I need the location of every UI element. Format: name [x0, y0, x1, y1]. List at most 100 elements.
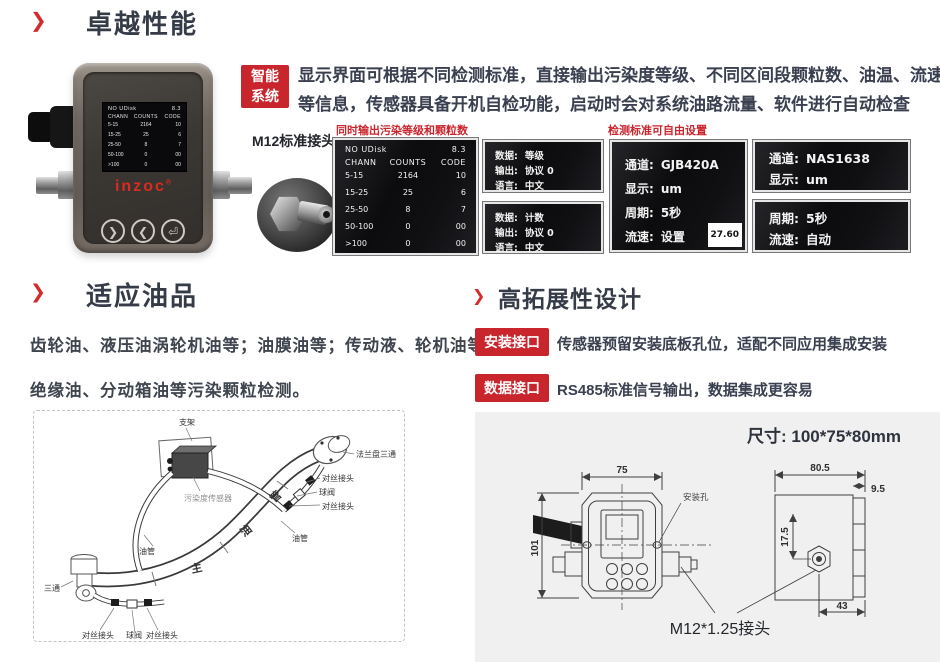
smart-badge-line2: 系统: [251, 88, 279, 104]
setting-label: 语言:: [495, 181, 518, 192]
sensor-device-photo: NO UDisk 8.3 CHANN COUNTS CODE 5-15 2164 1…: [73, 63, 213, 253]
label-joint-r1: 对丝接头: [322, 473, 354, 483]
oils-text-line2: 绝缘油、分动箱油等污染颗粒检测。: [30, 382, 310, 400]
device-button-back[interactable]: ❮: [131, 219, 155, 243]
cell: 8: [144, 142, 148, 148]
cell: 5-15: [345, 171, 364, 180]
device-col-counts: COUNTS: [133, 114, 158, 120]
setting-row: 通道: NAS1638: [769, 148, 894, 169]
cell: 2164: [397, 171, 419, 180]
label-main1: 主: [190, 560, 204, 576]
lcd-version: 8.3: [451, 145, 466, 154]
label-valve-b: 球阀: [126, 630, 142, 640]
lcd-mockup-cycle-flow: 周期: 5秒 流速: 自动: [753, 200, 910, 252]
device-lcd-version: 8.3: [171, 106, 181, 112]
device-button-next[interactable]: ❯: [101, 219, 125, 243]
dimension-texts: 75 101 80.5 9.5 17.5 43 安装孔: [530, 463, 885, 612]
cell: 10: [455, 171, 466, 180]
label-flange-tee: 法兰盘三通: [356, 449, 396, 459]
data-interface-text: RS485标准信号输出，数据集成更容易: [557, 382, 813, 399]
setting-row: 输出:协议 0: [495, 226, 591, 241]
lcd-mockup-settings-count: 数据:计数 输出:协议 0 语言:中文: [483, 202, 603, 254]
device-lcd-header: NO UDisk 8.3: [103, 103, 186, 112]
cell: 00: [175, 162, 181, 168]
standard-feature-label: 检测标准可自由设置: [608, 125, 707, 137]
setting-value: 协议 0: [524, 228, 554, 239]
next-icon: ❯: [107, 225, 119, 239]
device-lcd-row: 15-25 25 6: [103, 130, 186, 140]
setting-label: 周期:: [769, 211, 799, 226]
label-tee: 三通: [44, 583, 60, 593]
leader-lines: [60, 427, 355, 634]
oils-text-line1: 齿轮油、液压油涡轮机油等；油膜油等；传动液、轮机油等、: [30, 337, 503, 355]
performance-desc-line1: 显示界面可根据不同检测标准，直接输出污染度等级、不同区间段颗粒数、油温、流速: [298, 66, 940, 85]
label-bracket: 支架: [179, 417, 195, 427]
cell: 25-50: [108, 142, 121, 148]
cell: 7: [178, 142, 181, 148]
m12-connector-label: M12标准接头: [252, 133, 336, 149]
diagram-labels: 支架 污染度传感器 法兰盘三通 对丝接头 球阀 对丝接头 油管 油管 三通 对丝…: [44, 417, 396, 640]
device-left-fitting-outer: [36, 177, 62, 194]
setting-label: 通道:: [625, 158, 654, 172]
cell: 10: [175, 122, 181, 128]
setting-label: 流速:: [769, 232, 799, 247]
install-interface-badge: 安装接口: [475, 328, 549, 356]
cell: 6: [178, 132, 181, 138]
label-pipe-left: 油管: [139, 546, 155, 556]
cell: 0: [144, 152, 148, 158]
col-counts: COUNTS: [389, 158, 427, 167]
device-button-enter[interactable]: ⏎: [161, 219, 185, 243]
sensor-loop-pipes: [132, 468, 287, 573]
section1-title: 卓越性能: [86, 9, 199, 39]
cell: 5-15: [108, 122, 119, 128]
device-col-chann: CHANN: [108, 114, 129, 120]
side-view: [680, 470, 866, 617]
setting-label: 通道:: [769, 151, 799, 166]
device-lcd-row: 25-50 8 7: [103, 140, 186, 150]
setting-value: 5秒: [806, 211, 828, 226]
device-lcd-screen: NO UDisk 8.3 CHANN COUNTS CODE 5-15 2164 1…: [102, 102, 187, 172]
data-interface-badge: 数据接口: [475, 374, 549, 402]
mount-hole-label: 安装孔: [683, 492, 709, 502]
cell: 25-50: [345, 205, 369, 214]
cell: 25: [143, 132, 149, 138]
setting-value: 协议 0: [524, 166, 554, 177]
connector-cap-shape: [318, 206, 335, 223]
size-label: 尺寸: 100*75*80mm: [747, 427, 902, 446]
lcd-columns: CHANN COUNTS CODE: [335, 158, 476, 167]
cell: 15-25: [108, 132, 121, 138]
section1-chevron-icon: ❯: [30, 10, 47, 32]
section3-chevron-icon: ❯: [472, 288, 486, 305]
lcd-row: 5-15 2164 10: [335, 167, 476, 184]
setting-value: NAS1638: [806, 151, 870, 166]
dim-height-101: 101: [530, 539, 541, 556]
label-joint-b2: 对丝接头: [146, 630, 178, 640]
section2-title: 适应油品: [86, 281, 199, 311]
setting-value: 自动: [806, 232, 832, 247]
label-joint-b1: 对丝接头: [82, 630, 114, 640]
setting-label: 流速:: [625, 230, 654, 244]
setting-row: 周期:5秒: [625, 201, 732, 225]
cell: 2164: [140, 122, 152, 128]
device-lcd-columns: CHANN COUNTS CODE: [103, 114, 186, 120]
setting-row: 流速:设置: [625, 225, 732, 249]
cell: 50-100: [345, 222, 374, 231]
cell: >100: [345, 239, 367, 248]
setting-value: 等级: [524, 151, 544, 162]
lcd-mockup-gjb420a: 通道:GJB420A 显示:um 周期:5秒 流速:设置 27.60: [610, 140, 747, 252]
label-joint-r2: 对丝接头: [322, 501, 354, 511]
setting-value: um: [660, 182, 682, 196]
lcd-mockup-nas1638: 通道:NAS1638 显示:um: [753, 140, 910, 192]
setting-row: 周期: 5秒: [769, 208, 894, 229]
m12-connector-photo: [257, 178, 337, 252]
registered-mark: ®: [165, 179, 172, 187]
dimension-drawing-panel: 尺寸: 100*75*80mm M12*1.25接头: [475, 412, 940, 662]
dim-flange-9-5: 9.5: [871, 484, 885, 495]
dim-bottom-43: 43: [836, 601, 848, 612]
